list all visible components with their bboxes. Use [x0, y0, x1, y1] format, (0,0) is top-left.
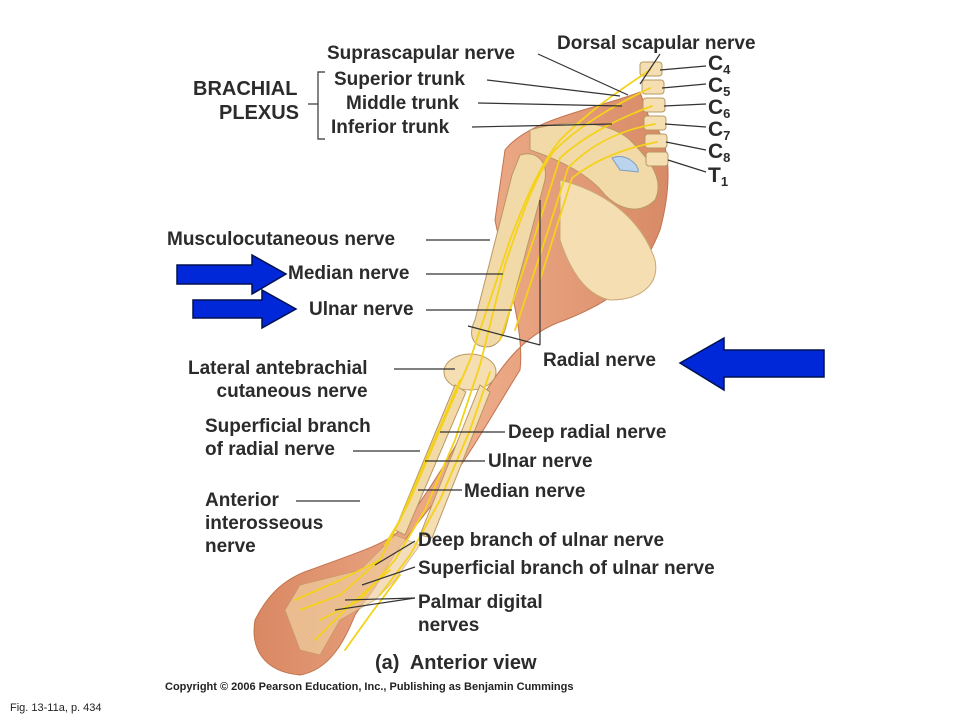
root-c5: C5	[708, 74, 731, 99]
arrow-radial	[678, 336, 825, 392]
superior-trunk-label: Superior trunk	[334, 69, 465, 90]
root-t1: T1	[708, 164, 729, 189]
brachial-plexus-title-line2: PLEXUS	[219, 102, 300, 124]
median-nerve-upper-label: Median nerve	[288, 263, 410, 284]
brachial-plexus-title-line1: BRACHIAL	[193, 78, 298, 100]
root-c7: C7	[708, 118, 731, 143]
dorsal-scapular-nerve-label: Dorsal scapular nerve	[557, 33, 756, 54]
view-letter: (a)	[375, 652, 400, 674]
deep-radial-nerve-label: Deep radial nerve	[508, 422, 667, 443]
suprascapular-nerve-label: Suprascapular nerve	[327, 43, 515, 64]
radial-nerve-label: Radial nerve	[543, 350, 656, 371]
musculocutaneous-nerve-label: Musculocutaneous nerve	[167, 229, 396, 250]
arrow-ulnar	[192, 288, 298, 330]
lateral-antebrachial-cutaneous-nerve-label: Lateral antebrachial cutaneous nerve	[188, 358, 368, 402]
radius-bone	[394, 384, 467, 536]
superficial-branch-radial-nerve-label: Superficial branch of radial nerve	[205, 416, 371, 460]
median-nerve-lower-label: Median nerve	[464, 481, 586, 502]
nerve-network	[294, 69, 658, 651]
elbow-joint	[443, 353, 497, 391]
ulnar-nerve-lower-label: Ulnar nerve	[488, 451, 593, 472]
root-c6: C6	[708, 96, 731, 121]
copyright-notice: Copyright © 2006 Pearson Education, Inc.…	[165, 681, 574, 693]
superficial-branch-ulnar-nerve-label: Superficial branch of ulnar nerve	[418, 558, 715, 579]
scapula-body	[559, 179, 657, 301]
view-caption: (a) Anterior view	[375, 651, 537, 675]
anterior-interosseous-nerve-label: Anterior interosseous nerve	[205, 490, 324, 557]
arrow-median	[176, 253, 288, 296]
hand-bones	[284, 534, 421, 656]
leader-lines	[296, 53, 707, 611]
root-c4: C4	[708, 52, 731, 77]
palmar-digital-nerves-label: Palmar digital nerves	[418, 592, 543, 636]
view-text: Anterior view	[409, 652, 537, 674]
deep-branch-ulnar-nerve-label: Deep branch of ulnar nerve	[418, 530, 665, 551]
root-c8: C8	[708, 140, 731, 165]
middle-trunk-label: Middle trunk	[346, 93, 459, 114]
figure-reference: Fig. 13-11a, p. 434	[10, 702, 102, 714]
inferior-trunk-label: Inferior trunk	[331, 117, 450, 138]
ulnar-nerve-upper-label: Ulnar nerve	[309, 299, 414, 320]
